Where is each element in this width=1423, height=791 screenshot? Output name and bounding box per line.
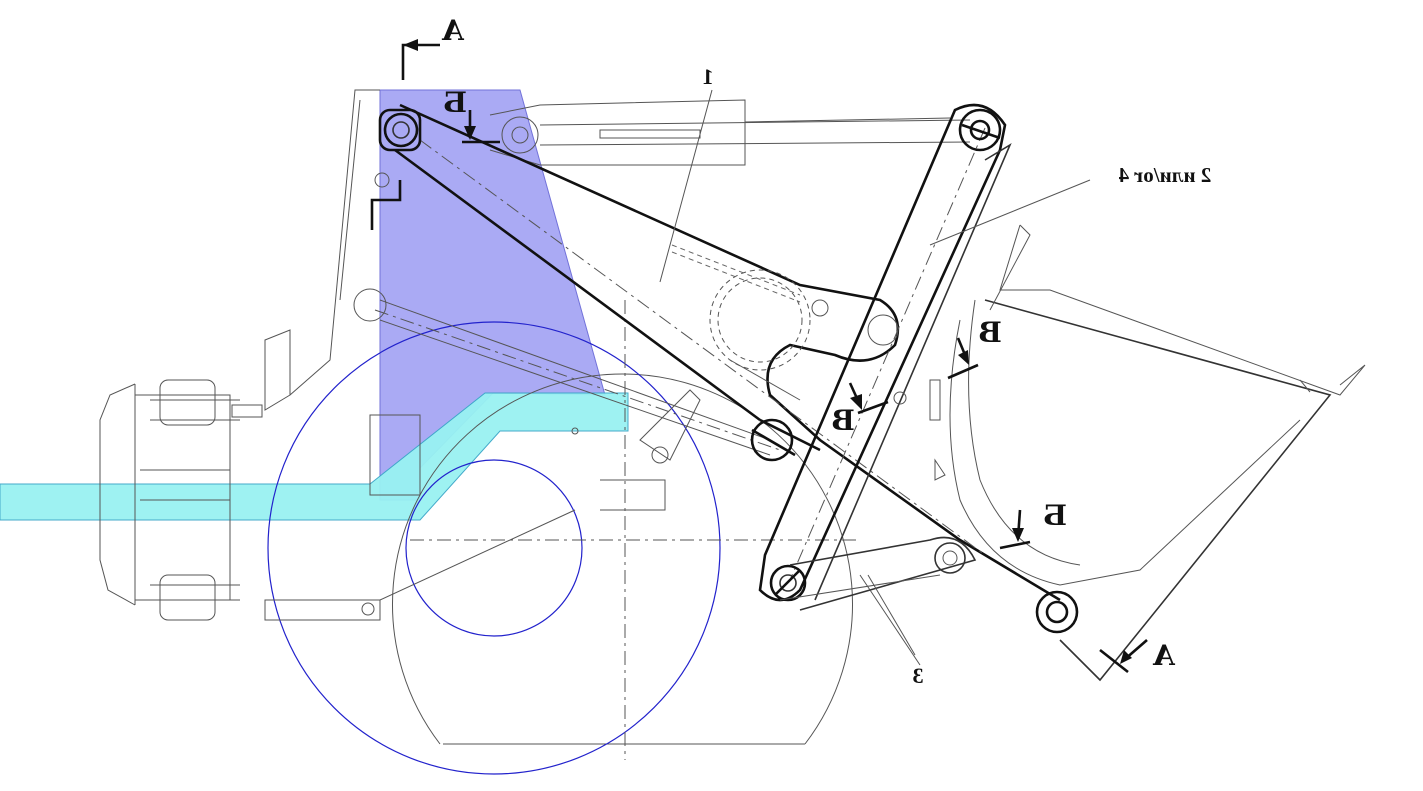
- upper-hydraulic-cylinder: [489, 99, 971, 166]
- section-marker-v-right: [947, 337, 979, 380]
- lift-cylinder: [374, 299, 801, 511]
- bucket: [893, 224, 1366, 682]
- section-label-b-top: Б: [443, 86, 467, 119]
- section-label-v-center: B: [831, 404, 855, 437]
- section-marker-b-right: [999, 509, 1031, 550]
- boom-arm: [394, 103, 1061, 602]
- leader-wheel: [379, 509, 576, 601]
- callout-part-3: 3: [913, 663, 924, 688]
- section-marker-a-bottom: [1099, 639, 1148, 674]
- callout-part-2-or-4: 2 или/or 4: [1118, 163, 1211, 187]
- section-marker-a-top: [401, 39, 440, 80]
- section-marker-v-center: [848, 382, 889, 415]
- bucket-link: [758, 103, 1012, 602]
- leader-part-1: [659, 89, 713, 283]
- wheel: [267, 300, 860, 775]
- section-label-a-bottom: A: [1152, 639, 1176, 672]
- section-label-b-right: Б: [1043, 499, 1067, 532]
- section-label-v-right: B: [978, 316, 1002, 349]
- cyan-highlight-bar: [0, 392, 629, 521]
- section-label-a-top: A: [441, 14, 465, 47]
- boom-pivot-pin: [353, 108, 422, 322]
- leader-part-2-or-4: [929, 179, 1091, 246]
- section-marker-b-top: [462, 110, 500, 144]
- front-frame: [99, 89, 421, 621]
- lower-link: [779, 536, 977, 666]
- leader-part-3: [867, 574, 916, 656]
- callout-part-1: 1: [703, 64, 714, 89]
